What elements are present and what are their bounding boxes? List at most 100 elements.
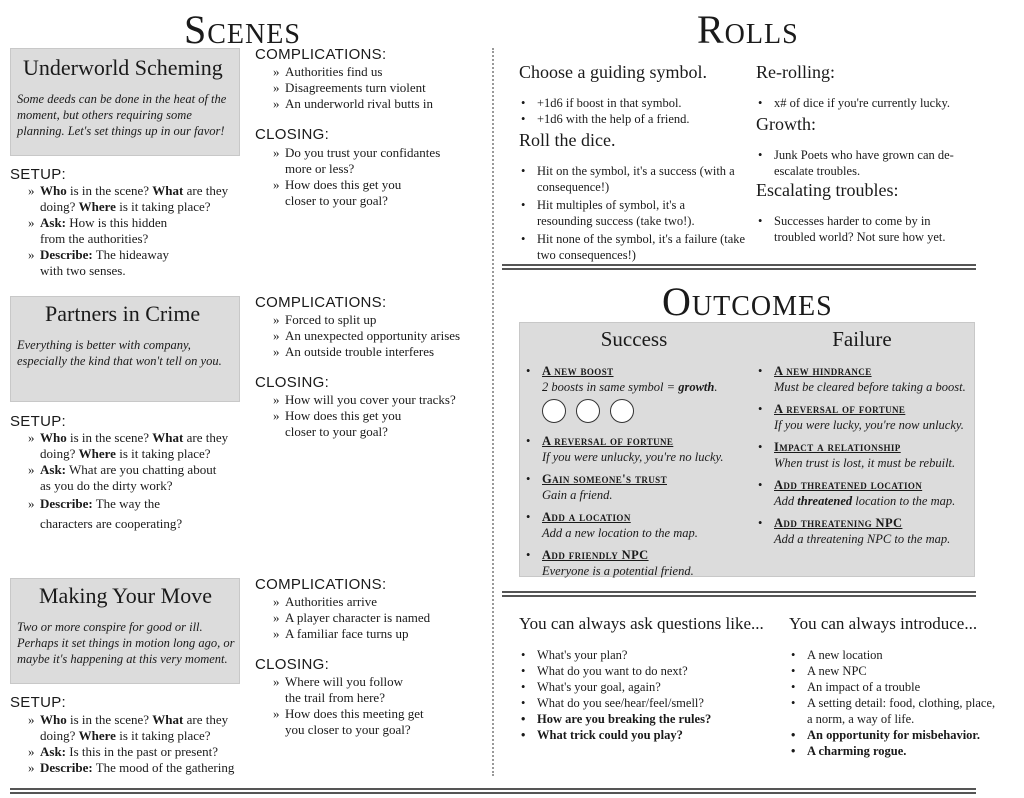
closing-item: Do you trust your confidantes more or le… — [273, 145, 451, 177]
setup-list: Who is in the scene? What are they doing… — [28, 183, 242, 279]
complications-label: COMPLICATIONS: — [255, 576, 387, 593]
closing-list: How will you cover your tracks? How does… — [273, 392, 473, 440]
guiding-symbol-heading: Choose a guiding symbol. — [519, 62, 707, 82]
setup-label: SETUP: — [10, 166, 66, 183]
guiding-symbol-list: +1d6 if boost in that symbol. +1d6 with … — [519, 95, 739, 127]
setup-item: Describe: The way the characters are coo… — [28, 494, 188, 534]
growth-heading: Growth: — [756, 114, 816, 134]
setup-item: Describe: The hideaway with two senses. — [28, 247, 178, 279]
roll-item: Hit multiples of symbol, it's a resoundi… — [519, 197, 709, 229]
question-item: What's your plan? — [519, 647, 779, 663]
closing-item: How does this get you closer to your goa… — [273, 177, 403, 209]
complications-list: Authorities arrive A player character is… — [273, 594, 483, 642]
scene-description: Some deeds can be done in the heat of th… — [17, 92, 227, 138]
setup-item: Ask: Is this in the past or present? — [28, 744, 242, 760]
complications-list: Authorities find us Disagreements turn v… — [273, 64, 483, 112]
scenes-title: Scenes — [184, 7, 301, 52]
setup-list: Who is in the scene? What are they doing… — [28, 430, 242, 534]
success-item: A reversal of fortune If you were unluck… — [524, 433, 742, 465]
scene-title: Partners in Crime — [45, 301, 201, 326]
section-divider — [502, 591, 976, 597]
success-item: Add a location Add a new location to the… — [524, 509, 742, 541]
closing-label: CLOSING: — [255, 656, 330, 673]
success-item: Gain someone's trust Gain a friend. — [524, 471, 742, 503]
complication-item: An unexpected opportunity arises — [273, 328, 488, 344]
complication-item: An underworld rival butts in — [273, 96, 483, 112]
question-item: How are you breaking the rules? — [519, 711, 779, 727]
failure-item: A new hindrance Must be cleared before t… — [756, 363, 974, 395]
complication-item: A familiar face turns up — [273, 626, 483, 642]
complication-item: Disagreements turn violent — [273, 80, 483, 96]
closing-item: How does this get you closer to your goa… — [273, 408, 403, 440]
guiding-item: +1d6 if boost in that symbol. — [519, 95, 739, 111]
scene-description: Everything is better with company, espec… — [17, 338, 222, 368]
introduce-item: A setting detail: food, clothing, place,… — [789, 695, 999, 727]
growth-checkbox[interactable] — [542, 399, 566, 423]
rerolling-list: x# of dice if you're currently lucky. — [756, 95, 986, 111]
introduce-heading: You can always introduce... — [789, 614, 978, 633]
growth-item: Junk Poets who have grown can de-escalat… — [756, 147, 976, 179]
question-item: What do you want to do next? — [519, 663, 779, 679]
setup-label: SETUP: — [10, 413, 66, 430]
setup-label: SETUP: — [10, 694, 66, 711]
guiding-item: +1d6 with the help of a friend. — [519, 111, 739, 127]
question-item: What's your goal, again? — [519, 679, 779, 695]
outcomes-title: Outcomes — [662, 279, 833, 324]
setup-item: Who is in the scene? What are they doing… — [28, 430, 242, 462]
complication-item: Authorities find us — [273, 64, 483, 80]
growth-checkbox[interactable] — [610, 399, 634, 423]
roll-dice-list: Hit on the symbol, it's a success (with … — [519, 163, 751, 263]
scene-description: Two or more conspire for good or ill. Pe… — [17, 620, 235, 666]
column-divider — [492, 48, 494, 776]
complication-item: Authorities arrive — [273, 594, 483, 610]
question-item: What do you see/hear/feel/smell? — [519, 695, 779, 711]
complications-label: COMPLICATIONS: — [255, 46, 387, 63]
success-item: Add friendly NPC Everyone is a potential… — [524, 547, 742, 579]
closing-item: How will you cover your tracks? — [273, 392, 473, 408]
complication-item: Forced to split up — [273, 312, 488, 328]
bottom-divider — [10, 788, 976, 794]
escalating-troubles-list: Successes harder to come by in troubled … — [756, 213, 966, 245]
closing-item: Where will you follow the trail from her… — [273, 674, 413, 706]
success-item: A new boost 2 boosts in same symbol = gr… — [524, 363, 742, 427]
introduce-item: A new location — [789, 647, 999, 663]
closing-item: How does this meeting get you closer to … — [273, 706, 443, 738]
setup-item: Who is in the scene? What are they doing… — [28, 712, 242, 744]
complications-list: Forced to split up An unexpected opportu… — [273, 312, 488, 360]
failure-heading: Failure — [832, 327, 892, 351]
outcomes-box: Success Failure A new boost 2 boosts in … — [519, 322, 975, 578]
setup-list: Who is in the scene? What are they doing… — [28, 712, 242, 776]
scene-title: Underworld Scheming — [23, 55, 223, 80]
reroll-item: x# of dice if you're currently lucky. — [756, 95, 986, 111]
growth-checkbox[interactable] — [576, 399, 600, 423]
failure-item: Impact a relationship When trust is lost… — [756, 439, 974, 471]
complications-label: COMPLICATIONS: — [255, 294, 387, 311]
growth-tracker — [542, 399, 742, 427]
introduce-list: A new location A new NPC An impact of a … — [789, 647, 999, 759]
roll-item: Hit none of the symbol, it's a failure (… — [519, 231, 751, 263]
scene-title: Making Your Move — [39, 583, 212, 608]
rerolling-heading: Re-rolling: — [756, 62, 835, 82]
setup-item: Describe: The mood of the gathering — [28, 760, 242, 776]
questions-list: What's your plan? What do you want to do… — [519, 647, 779, 743]
introduce-item: An opportunity for misbehavior. — [789, 727, 999, 743]
setup-item: Who is in the scene? What are they doing… — [28, 183, 242, 215]
complication-item: An outside trouble interferes — [273, 344, 488, 360]
failure-item: Add threatening NPC Add a threatening NP… — [756, 515, 974, 547]
setup-item: Ask: What are you chatting about as you … — [28, 462, 228, 494]
closing-label: CLOSING: — [255, 126, 330, 143]
section-divider — [502, 264, 976, 270]
growth-list: Junk Poets who have grown can de-escalat… — [756, 147, 976, 179]
success-list: A new boost 2 boosts in same symbol = gr… — [524, 363, 742, 585]
failure-item: A reversal of fortune If you were lucky,… — [756, 401, 974, 433]
closing-label: CLOSING: — [255, 374, 330, 391]
setup-item: Ask: How is this hidden from the authori… — [28, 215, 178, 247]
failure-list: A new hindrance Must be cleared before t… — [756, 363, 974, 553]
rolls-title: Rolls — [697, 7, 799, 52]
introduce-item: A charming rogue. — [789, 743, 999, 759]
closing-list: Do you trust your confidantes more or le… — [273, 145, 451, 209]
scene-box-making-your-move: Making Your Move Two or more conspire fo… — [10, 578, 240, 684]
scene-box-partners-in-crime: Partners in Crime Everything is better w… — [10, 296, 240, 402]
failure-item: Add threatened location Add threatened l… — [756, 477, 974, 509]
roll-dice-heading: Roll the dice. — [519, 130, 616, 150]
